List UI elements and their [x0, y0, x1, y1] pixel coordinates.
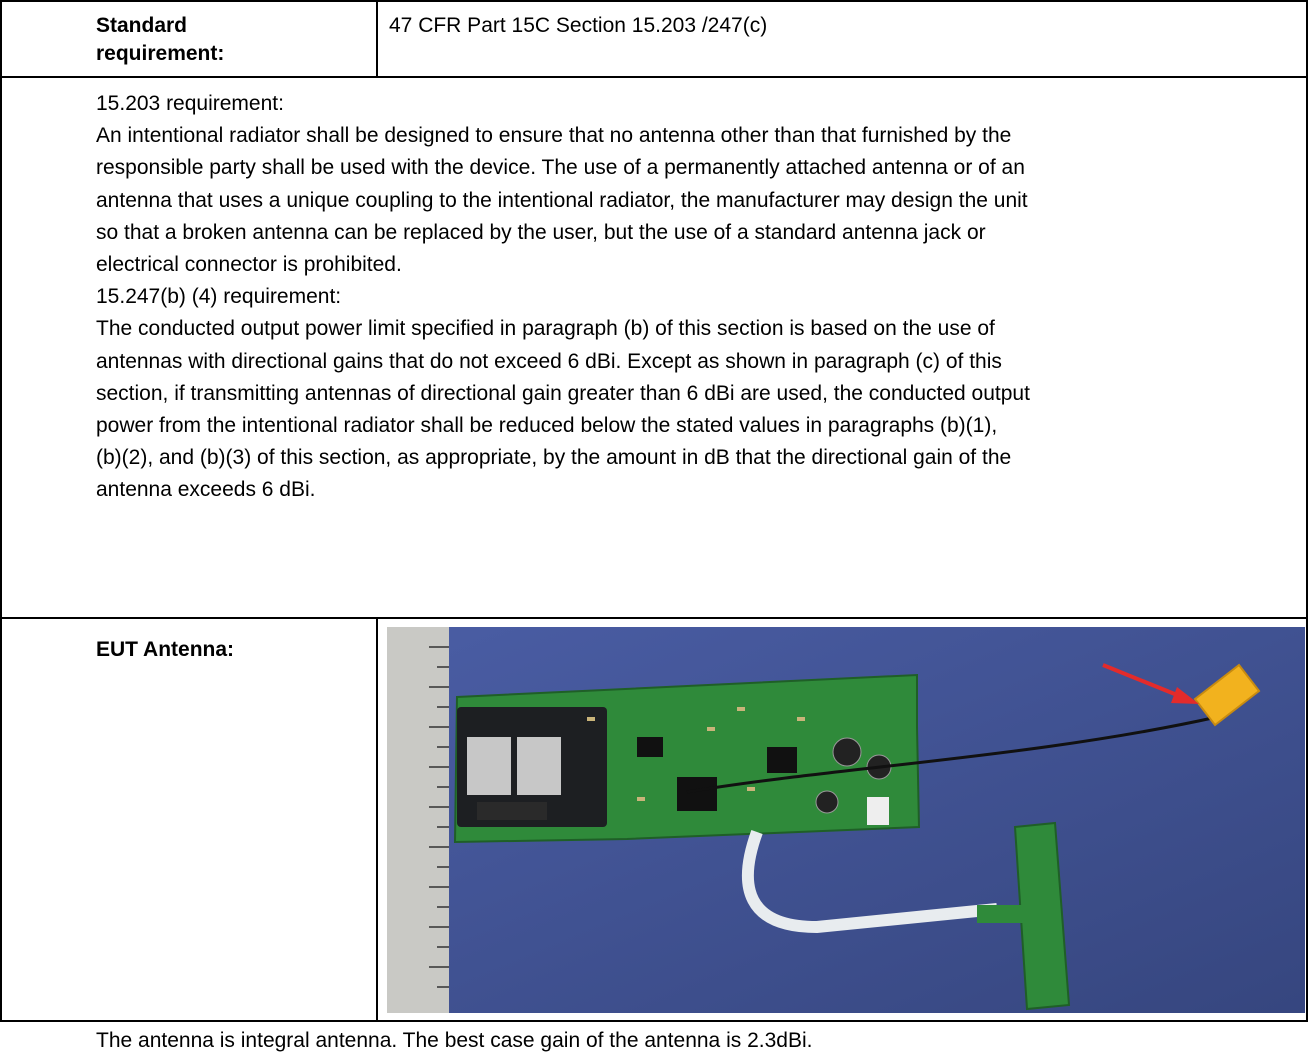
text-15-203-line: electrical connector is prohibited.: [96, 253, 402, 277]
text-15-203-line: An intentional radiator shall be designe…: [96, 124, 1012, 148]
table-border-left: [0, 0, 2, 1022]
eut-antenna-label: EUT Antenna:: [96, 638, 235, 661]
table-border-top: [0, 0, 1308, 2]
conclusion-text: The antenna is integral antenna. The bes…: [96, 1029, 813, 1052]
text-15-203-line: antenna that uses a unique coupling to t…: [96, 188, 1028, 212]
eut-antenna-photo: [387, 627, 1305, 1013]
requirements-body: 15.203 requirement: An intentional radia…: [96, 88, 1296, 507]
text-15-247-line: (b)(2), and (b)(3) of this section, as a…: [96, 446, 1012, 470]
text-15-247-line: antenna exceeds 6 dBi.: [96, 478, 316, 502]
text-15-247-line: antennas with directional gains that do …: [96, 349, 1002, 373]
antenna-cable: [686, 715, 1218, 794]
row-divider-1: [0, 76, 1308, 78]
text-15-247-line: power from the intentional radiator shal…: [96, 414, 998, 438]
small-pcb: [1013, 821, 1071, 1011]
ribbon-cable: [741, 829, 998, 934]
row-divider-3: [0, 1020, 1308, 1022]
table-border-right: [1306, 0, 1308, 1022]
text-15-247-line: The conducted output power limit specifi…: [96, 317, 995, 341]
arrow: [1102, 663, 1188, 701]
standard-label-line2: requirement:: [96, 42, 225, 65]
heading-15-203: 15.203 requirement:: [96, 92, 284, 115]
text-15-203-line: so that a broken antenna can be replaced…: [96, 220, 986, 244]
row-divider-2: [0, 617, 1308, 619]
standard-label-line1: Standard: [96, 14, 188, 37]
text-15-247-line: section, if transmitting antennas of dir…: [96, 381, 1030, 405]
ruler: [387, 627, 449, 1013]
column-divider-antenna-row: [376, 617, 378, 1022]
heading-15-247: 15.247(b) (4) requirement:: [96, 285, 342, 309]
standard-requirement-value: 47 CFR Part 15C Section 15.203 /247(c): [389, 14, 768, 37]
text-15-203-line: responsible party shall be used with the…: [96, 156, 1025, 180]
column-divider-row1: [376, 0, 378, 78]
standard-requirement-label: Standard requirement:: [96, 12, 366, 68]
antenna: [1193, 663, 1261, 727]
